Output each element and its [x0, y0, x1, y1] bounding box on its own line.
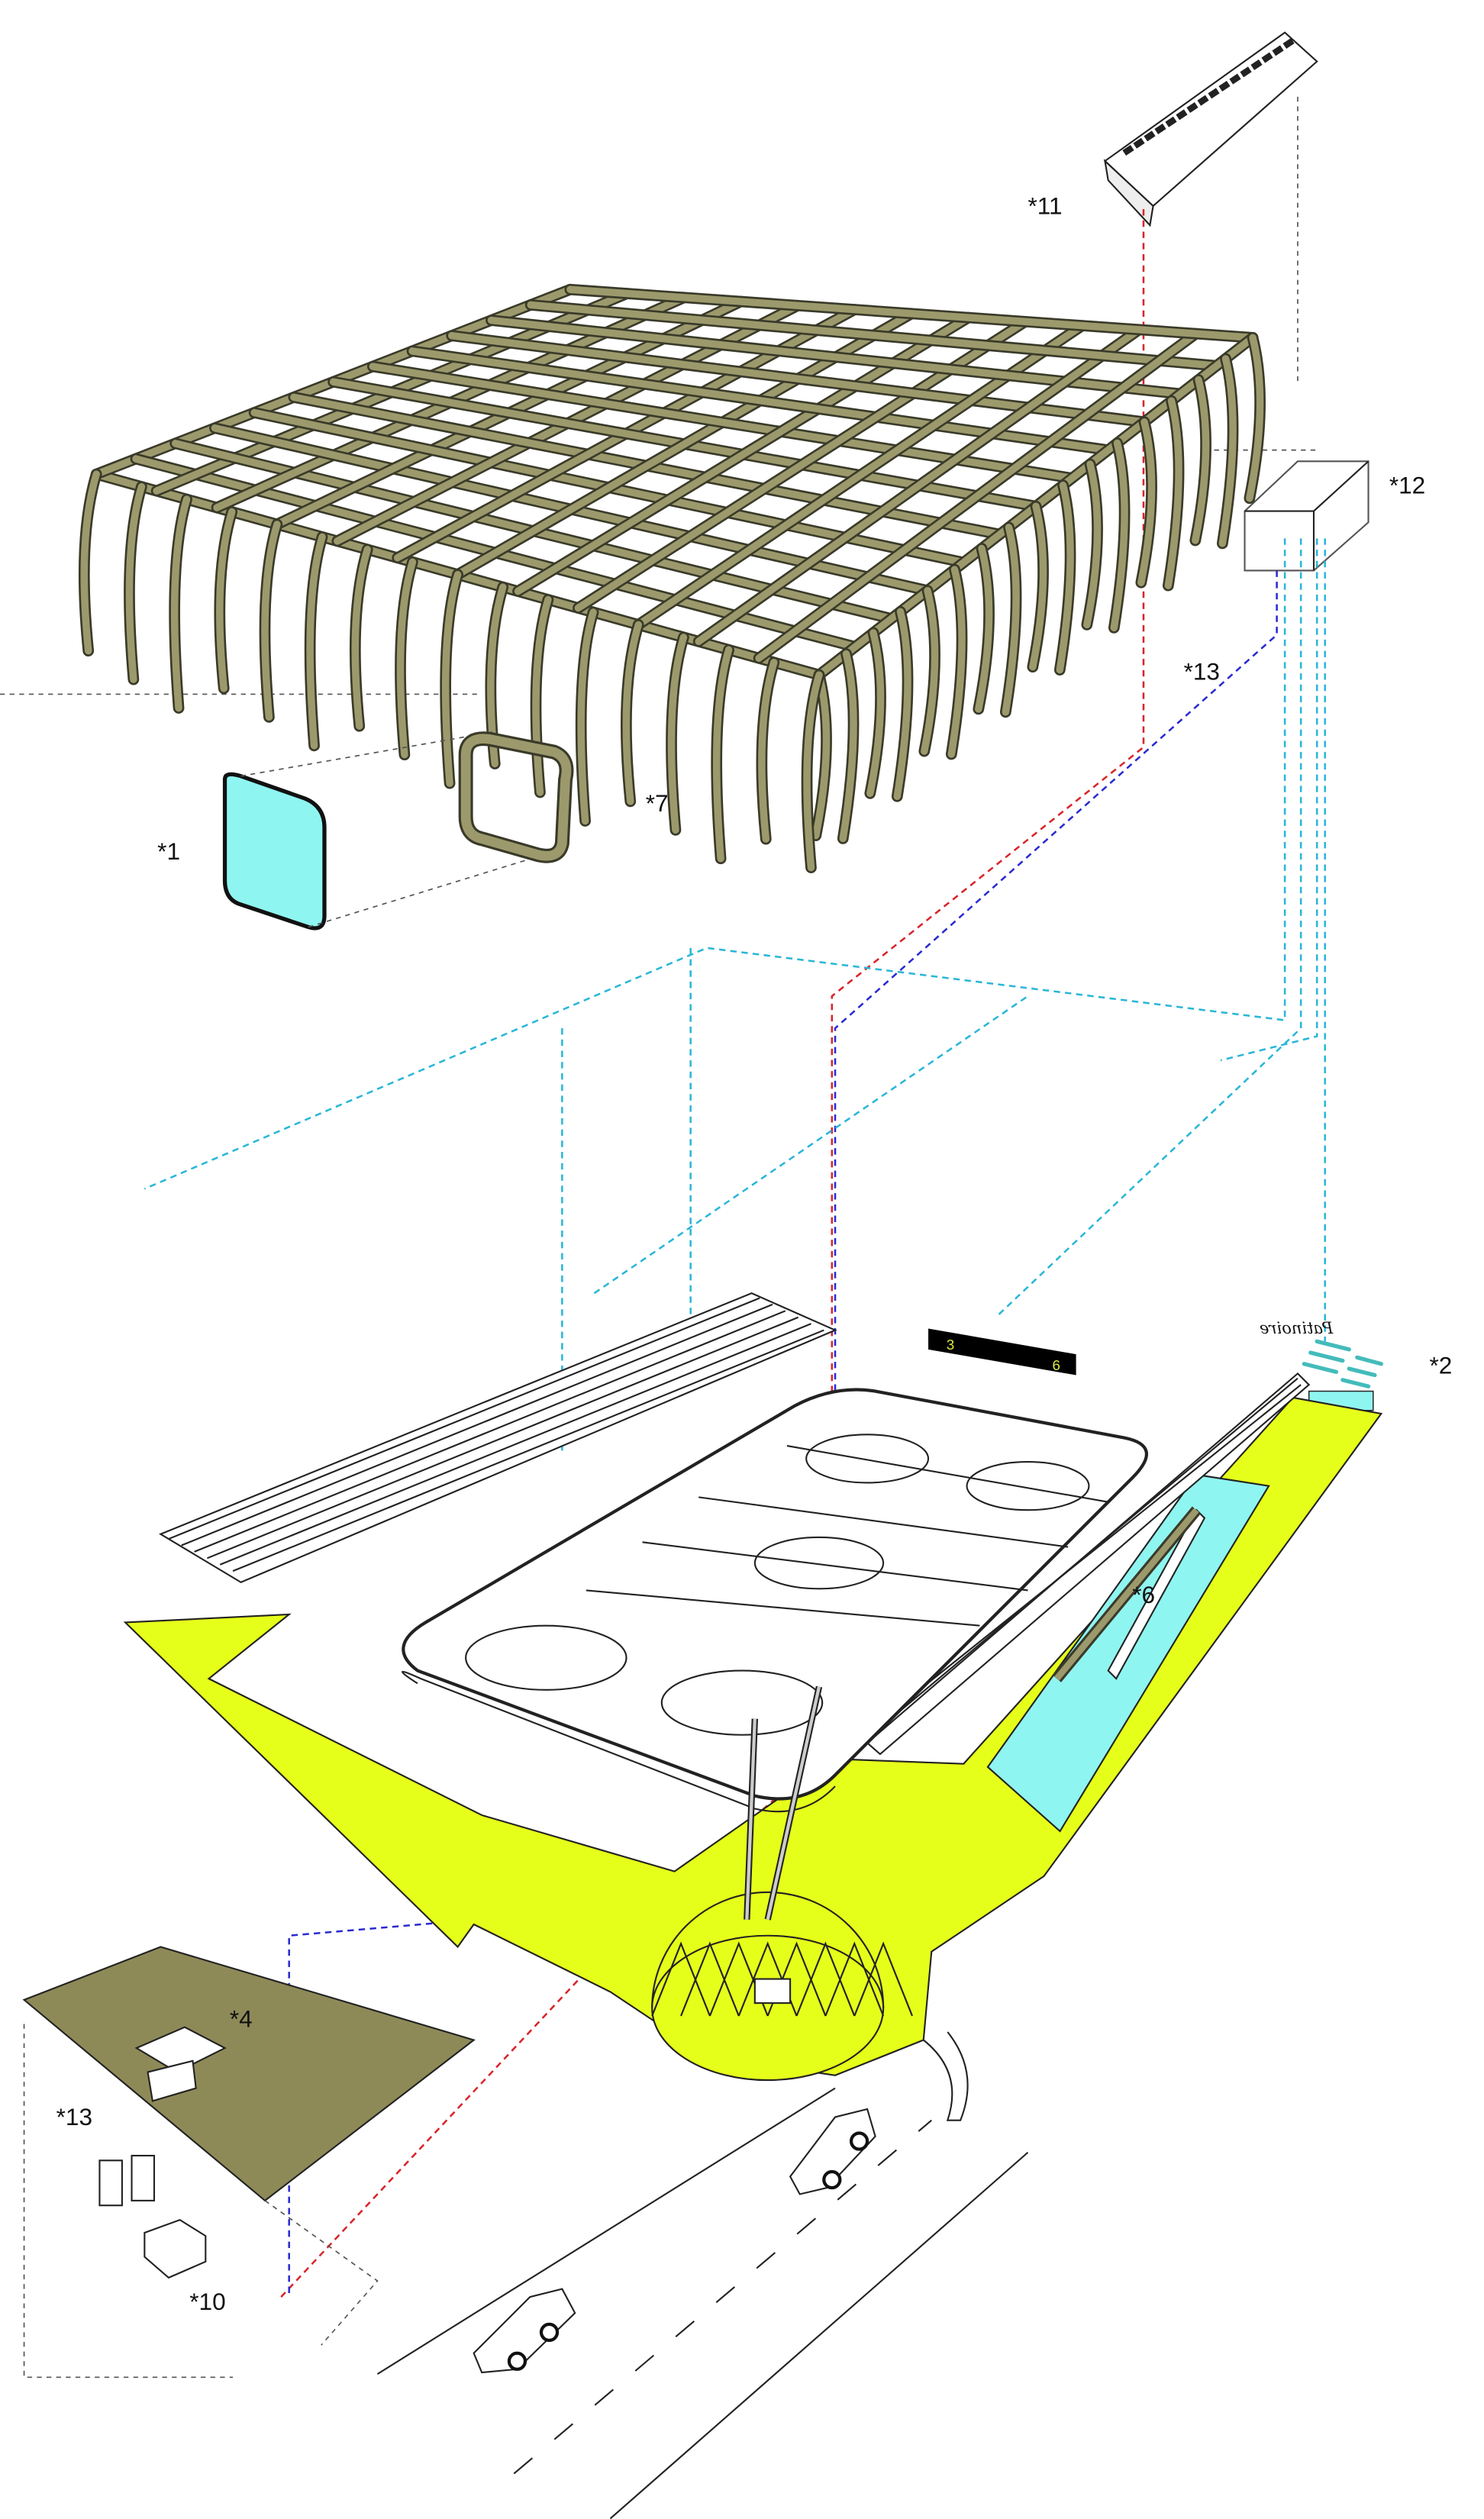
label-13-bottom: *13 [56, 2103, 92, 2130]
roof-arch-face [351, 546, 371, 730]
roof-arch-face [1192, 376, 1210, 544]
grandstand [159, 1292, 837, 1584]
roof-arch-face [1083, 460, 1102, 629]
dome-strut [853, 1941, 913, 2017]
label-10: *10 [189, 2288, 225, 2315]
stand-step [232, 1329, 824, 1572]
score-left: 3 [946, 1337, 954, 1354]
car [473, 2288, 576, 2374]
roof-arch-face [80, 470, 100, 655]
roof-arch-face [532, 595, 552, 796]
roof-arch-face [622, 621, 643, 805]
label-13-top: *13 [1184, 657, 1220, 685]
stand-step [219, 1323, 811, 1566]
roof-arch-face [758, 659, 778, 843]
dome-strut [795, 1941, 856, 2017]
roof-beam-face [527, 301, 1221, 369]
label-2: *2 [1429, 1351, 1452, 1379]
mechanical-box [1244, 460, 1369, 572]
roof-arch-face [1056, 481, 1074, 674]
roof-arch-face [216, 508, 236, 692]
roof-arch-face [947, 566, 966, 758]
roof-beam-face [755, 330, 1200, 662]
roof-arch-face [1218, 355, 1237, 547]
timber-roof-grid [78, 283, 1266, 874]
roof-arch-face [921, 586, 939, 755]
roof-arch-face [170, 495, 191, 712]
glass-panel [222, 730, 555, 931]
label-1: *1 [157, 837, 180, 865]
scoreboard: 3 6 [928, 1328, 1076, 1376]
roof-arch-face [839, 650, 857, 843]
roof-arch-face [667, 634, 688, 834]
roof-arch-face [1246, 334, 1264, 502]
label-7: *7 [646, 789, 669, 817]
yellow-platform [123, 1396, 1383, 2121]
roof-beam-face [695, 326, 1143, 646]
mirrored-sign-text: Patinoire [1260, 1318, 1334, 1337]
stand-step [207, 1316, 799, 1559]
utility-buildings [98, 2154, 207, 2279]
dome-strut [651, 1941, 711, 2017]
dome-strut [824, 1941, 885, 2017]
side-stand [866, 1372, 1311, 1756]
score-right: 6 [1052, 1358, 1060, 1375]
roof-arch-face [893, 608, 911, 801]
roof-arch-face [1110, 439, 1128, 632]
roof-arch-face [396, 558, 417, 759]
roof-arch-face [1002, 524, 1020, 716]
road [376, 2087, 1029, 2519]
roof-arch-face [975, 544, 993, 713]
roof-arch-face [812, 671, 831, 840]
roof-beam-face [566, 285, 1257, 342]
timber-frame-opening [458, 731, 574, 863]
car [789, 2108, 876, 2195]
geodesic-dome [651, 1685, 913, 2082]
roof-arch-face [866, 629, 885, 798]
roof-arch-face [1164, 397, 1182, 589]
suspended-seat-module [1103, 31, 1318, 227]
roof-arch-face [712, 646, 733, 863]
roof-arch-face [261, 521, 281, 721]
roof-arch-face [577, 608, 597, 825]
stand-step [194, 1310, 786, 1553]
roof-arch-face [125, 482, 146, 683]
roof-arch-face [441, 570, 462, 787]
label-12: *12 [1389, 471, 1425, 498]
glass-wall [986, 1473, 1270, 1833]
label-4: *4 [230, 2005, 253, 2033]
roof-arch-face [306, 533, 326, 750]
dome-strut [680, 1941, 740, 2017]
roof-arch-face [803, 671, 823, 872]
roof-arch-face [1029, 502, 1047, 671]
landscape-plot [22, 1946, 476, 2379]
stand-step [181, 1303, 773, 1547]
ice-rink [402, 1388, 1148, 1813]
label-6: *6 [1132, 1581, 1155, 1608]
roof-arch-face [1137, 418, 1156, 586]
label-11: *11 [1028, 192, 1062, 219]
stand-step [168, 1297, 760, 1540]
